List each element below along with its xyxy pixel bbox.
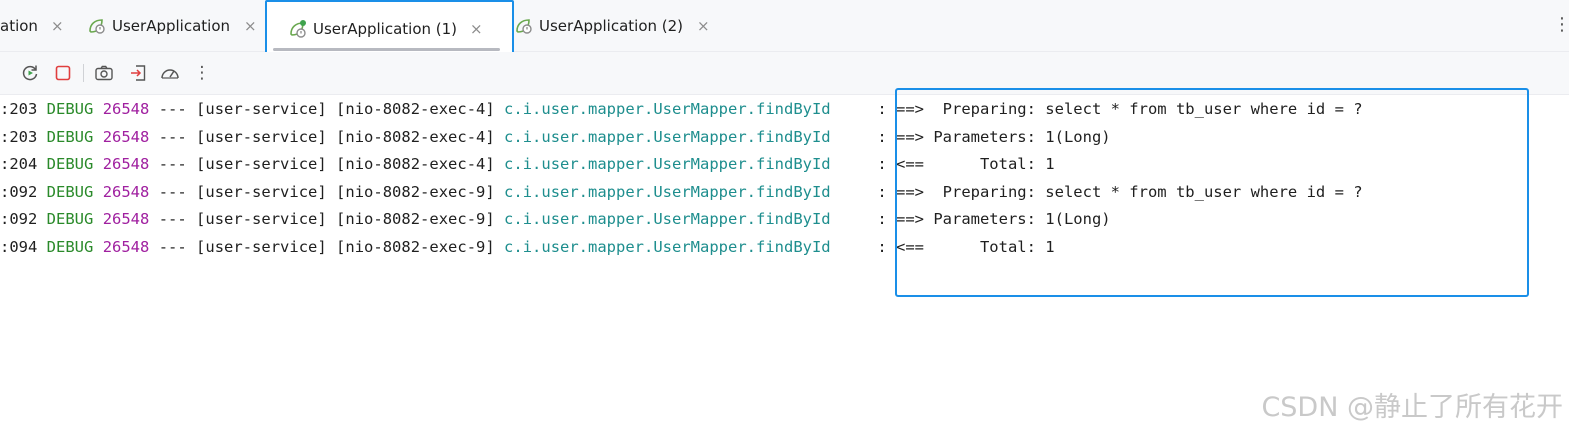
log-time: :092	[0, 182, 38, 201]
stop-icon[interactable]	[52, 62, 74, 84]
log-pid: 26548	[102, 100, 150, 118]
spring-boot-running-icon	[288, 19, 308, 39]
console-toolbar: ⋮	[0, 52, 1569, 95]
log-message: : ==> Parameters: 1(Long)	[877, 127, 1111, 146]
tab-userapplication-1[interactable]: UserApplication (1) ×	[265, 0, 514, 58]
log-pid: 26548	[102, 127, 150, 146]
log-level: DEBUG	[46, 155, 94, 173]
log-time: :092	[0, 210, 38, 228]
tab-label: ation	[0, 16, 38, 35]
log-pid: 26548	[102, 155, 150, 173]
log-thread: [nio-8082-exec-9]	[336, 210, 495, 228]
log-app: [user-service]	[196, 237, 327, 256]
log-thread: [nio-8082-exec-9]	[336, 237, 495, 256]
log-logger: c.i.user.mapper.UserMapper.findById	[504, 210, 831, 228]
console-output[interactable]: :203 DEBUG 26548 --- [user-service] [nio…	[0, 88, 1569, 434]
log-line: :204 DEBUG 26548 --- [user-service] [nio…	[0, 151, 1055, 178]
log-separator: ---	[158, 237, 187, 256]
tab-label: UserApplication	[112, 16, 231, 35]
log-line: :203 DEBUG 26548 --- [user-service] [nio…	[0, 96, 1363, 123]
log-time: :094	[0, 237, 38, 256]
log-message: : <== Total: 1	[877, 155, 1055, 173]
tab-label: UserApplication (1)	[313, 20, 458, 38]
log-logger: c.i.user.mapper.UserMapper.findById	[504, 100, 831, 118]
log-thread: [nio-8082-exec-4]	[336, 100, 495, 118]
active-tab-indicator	[273, 48, 500, 51]
log-level: DEBUG	[46, 237, 94, 256]
log-thread: [nio-8082-exec-4]	[336, 155, 495, 173]
log-line: :092 DEBUG 26548 --- [user-service] [nio…	[0, 179, 1363, 206]
log-app: [user-service]	[196, 100, 327, 118]
more-vertical-icon[interactable]: ⋮	[193, 63, 211, 82]
log-separator: ---	[158, 182, 187, 201]
log-line: :094 DEBUG 26548 --- [user-service] [nio…	[0, 234, 1055, 261]
log-logger: c.i.user.mapper.UserMapper.findById	[504, 127, 831, 146]
log-app: [user-service]	[196, 182, 327, 201]
log-thread: [nio-8082-exec-9]	[336, 182, 495, 201]
log-time: :203	[0, 100, 38, 118]
log-message: : <== Total: 1	[877, 237, 1055, 256]
log-message: : ==> Preparing: select * from tb_user w…	[877, 100, 1363, 118]
log-pid: 26548	[102, 210, 150, 228]
log-line: :203 DEBUG 26548 --- [user-service] [nio…	[0, 124, 1111, 151]
rerun-icon[interactable]	[19, 62, 41, 84]
close-icon[interactable]: ×	[244, 16, 257, 35]
log-level: DEBUG	[46, 100, 94, 118]
tab-userapplication[interactable]: UserApplication ×	[87, 0, 267, 51]
tab-userapplication-2[interactable]: UserApplication (2) ×	[514, 0, 724, 51]
log-separator: ---	[158, 210, 187, 228]
log-message: : ==> Preparing: select * from tb_user w…	[877, 182, 1363, 201]
run-tab-bar: ation × UserApplication × UserApplicatio…	[0, 0, 1569, 58]
log-level: DEBUG	[46, 182, 94, 201]
log-logger: c.i.user.mapper.UserMapper.findById	[504, 237, 831, 256]
log-line: :092 DEBUG 26548 --- [user-service] [nio…	[0, 206, 1111, 233]
close-icon[interactable]: ×	[697, 16, 710, 35]
profiler-icon[interactable]	[159, 62, 181, 84]
log-logger: c.i.user.mapper.UserMapper.findById	[504, 182, 831, 201]
spring-boot-icon	[514, 16, 534, 36]
log-level: DEBUG	[46, 210, 94, 228]
log-separator: ---	[158, 155, 187, 173]
log-pid: 26548	[102, 182, 150, 201]
log-time: :203	[0, 127, 38, 146]
log-time: :204	[0, 155, 38, 173]
tab-label: UserApplication (2)	[539, 16, 684, 35]
toolbar-divider	[83, 64, 84, 82]
log-level: DEBUG	[46, 127, 94, 146]
log-separator: ---	[158, 100, 187, 118]
log-thread: [nio-8082-exec-4]	[336, 127, 495, 146]
login-icon[interactable]	[127, 62, 149, 84]
watermark: CSDN @静止了所有花开	[1261, 392, 1563, 423]
tab-application-partial[interactable]: ation ×	[0, 0, 72, 51]
log-message: : ==> Parameters: 1(Long)	[877, 210, 1111, 228]
log-app: [user-service]	[196, 155, 327, 173]
camera-icon[interactable]	[93, 62, 115, 84]
log-logger: c.i.user.mapper.UserMapper.findById	[504, 155, 831, 173]
log-separator: ---	[158, 127, 187, 146]
log-app: [user-service]	[196, 127, 327, 146]
spring-boot-icon	[87, 16, 107, 36]
log-pid: 26548	[102, 237, 150, 256]
close-icon[interactable]: ×	[470, 20, 483, 38]
log-app: [user-service]	[196, 210, 327, 228]
close-icon[interactable]: ×	[50, 16, 64, 35]
more-vertical-icon[interactable]: ⋮	[1553, 14, 1569, 34]
